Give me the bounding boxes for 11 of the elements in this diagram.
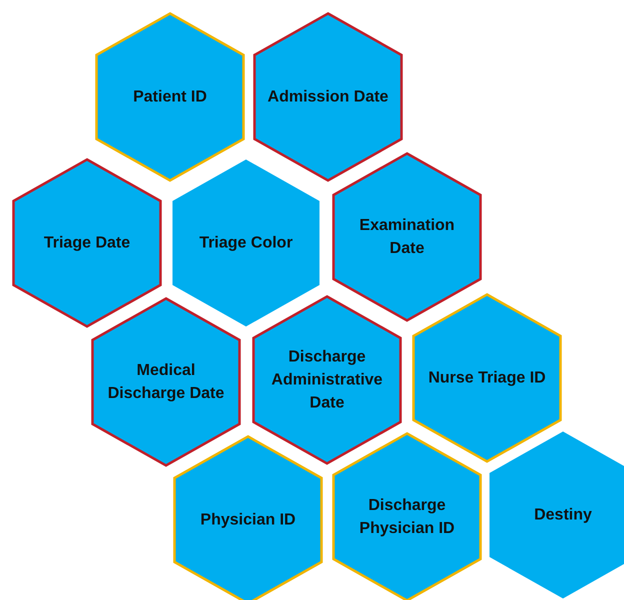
hexagon-label: Physician ID	[199, 510, 297, 530]
hexagon-label: Medical Discharge Date	[106, 361, 226, 404]
hexagon-label: Discharge Physician ID	[358, 496, 456, 539]
hexagon-label: Triage Color	[198, 234, 294, 254]
hexagon-label: Patient ID	[132, 88, 208, 108]
hexagon-label: Destiny	[533, 506, 593, 526]
hexagon-label: Discharge Administrative Date	[270, 348, 384, 414]
hexagon-label: Nurse Triage ID	[427, 368, 547, 388]
hexagon-label: Admission Date	[267, 88, 389, 108]
hexagon-label: Triage Date	[42, 234, 132, 254]
hexagon-label: Examination Date	[358, 216, 456, 259]
